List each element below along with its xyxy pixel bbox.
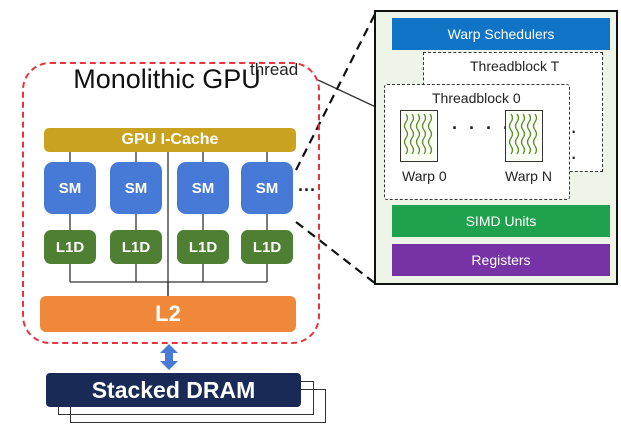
more-threadblocks-ellipsis: ·· xyxy=(570,118,579,169)
sm-block-zoomed: SM xyxy=(241,162,293,214)
sm-block: SM xyxy=(44,162,96,214)
thread-squiggles-icon xyxy=(403,113,433,155)
l1d-block: L1D xyxy=(241,230,293,264)
monolithic-gpu-boundary xyxy=(22,62,320,344)
warp-schedulers-block: Warp Schedulers xyxy=(392,18,610,50)
warp-n-threads xyxy=(505,110,543,162)
warp-0-label: Warp 0 xyxy=(402,168,447,184)
threadblock-t-label: Threadblock T xyxy=(470,58,560,74)
thread-squiggles-icon xyxy=(508,113,538,155)
sm-block: SM xyxy=(110,162,162,214)
gpu-icache-block: GPU I-Cache xyxy=(44,128,296,152)
stacked-dram-block: Stacked DRAM xyxy=(46,373,301,407)
simd-units-block: SIMD Units xyxy=(392,205,610,237)
gpu-title: Monolithic GPU xyxy=(73,64,261,94)
thread-label: thread xyxy=(250,60,299,79)
more-warps-ellipsis: · · · · xyxy=(452,118,512,138)
l1d-block: L1D xyxy=(44,230,96,264)
l2-cache-block: L2 xyxy=(40,296,296,332)
threadblock-0-label: Threadblock 0 xyxy=(432,90,521,106)
l1d-block: L1D xyxy=(177,230,229,264)
more-sm-ellipsis: ··· xyxy=(298,180,316,200)
warp-0-threads xyxy=(400,110,438,162)
warp-n-label: Warp N xyxy=(505,168,552,184)
sm-block: SM xyxy=(177,162,229,214)
l1d-block: L1D xyxy=(110,230,162,264)
registers-block: Registers xyxy=(392,244,610,276)
